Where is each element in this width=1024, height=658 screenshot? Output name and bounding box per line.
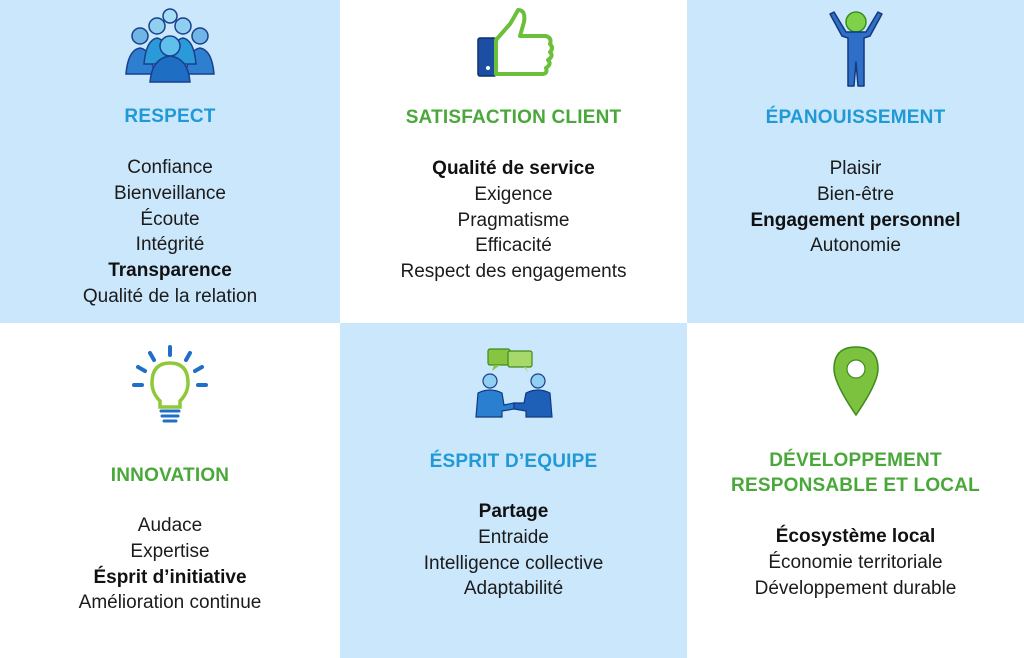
list-item: Entraide [478,526,549,548]
team-chat-icon [474,347,554,424]
list-item: Efficacité [475,235,552,257]
list-item: Confiance [127,157,213,178]
list-item: Économie territoriale [768,551,943,573]
map-pin-icon [832,345,880,422]
list-item: Partage [478,501,549,522]
lightbulb-icon [130,345,210,432]
list-item: Intelligence collective [423,552,604,574]
people-group-icon [124,8,216,89]
list-item: Adaptabilité [463,578,564,600]
card-title-line: INNOVATION [110,465,230,486]
card-developpement-responsable: DÉVELOPPEMENT RESPONSABLE ET LOCAL Écosys… [687,323,1024,658]
card-title: ÉSPRIT D’EQUIPE [340,449,687,474]
thumbs-up-icon [472,8,556,85]
list-item: Écoute [140,208,200,230]
list-item: Transparence [108,260,232,282]
card-title: RESPECT [0,104,340,129]
list-item: Développement durable [754,577,957,599]
list-item: Qualité de service [432,158,595,179]
list-item: Intégrité [135,234,205,256]
list-item: Engagement personnel [750,209,961,231]
card-title: SATISFACTION CLIENT [340,105,687,130]
card-title-line: RESPONSABLE ET LOCAL [731,475,980,496]
list-item: Écosystème local [775,526,936,547]
list-item: Qualité de la relation [82,285,258,307]
list-item: Bien-être [816,183,895,205]
card-title-line: DÉVELOPPEMENT [769,450,942,471]
list-item: Pragmatisme [457,209,570,231]
list-item: Plaisir [829,158,882,179]
list-item: Bienveillance [114,182,226,204]
card-title: INNOVATION [0,463,340,488]
list-item: Exigence [474,183,553,205]
card-title-line: RESPECT [124,106,216,127]
person-arms-up-icon [826,10,886,93]
list-item: Amélioration continue [78,592,262,614]
list-item: Ésprit d’initiative [93,566,247,588]
card-title: DÉVELOPPEMENT RESPONSABLE ET LOCAL [687,448,1024,498]
card-title: ÉPANOUISSEMENT [687,105,1024,130]
list-item: Respect des engagements [400,261,627,283]
card-title-line: ÉSPRIT D’EQUIPE [429,451,598,472]
list-item: Autonomie [810,235,901,257]
list-item: Audace [137,515,203,536]
card-title-line: ÉPANOUISSEMENT [765,107,946,128]
card-title-line: SATISFACTION CLIENT [405,107,622,128]
list-item: Expertise [130,540,210,562]
